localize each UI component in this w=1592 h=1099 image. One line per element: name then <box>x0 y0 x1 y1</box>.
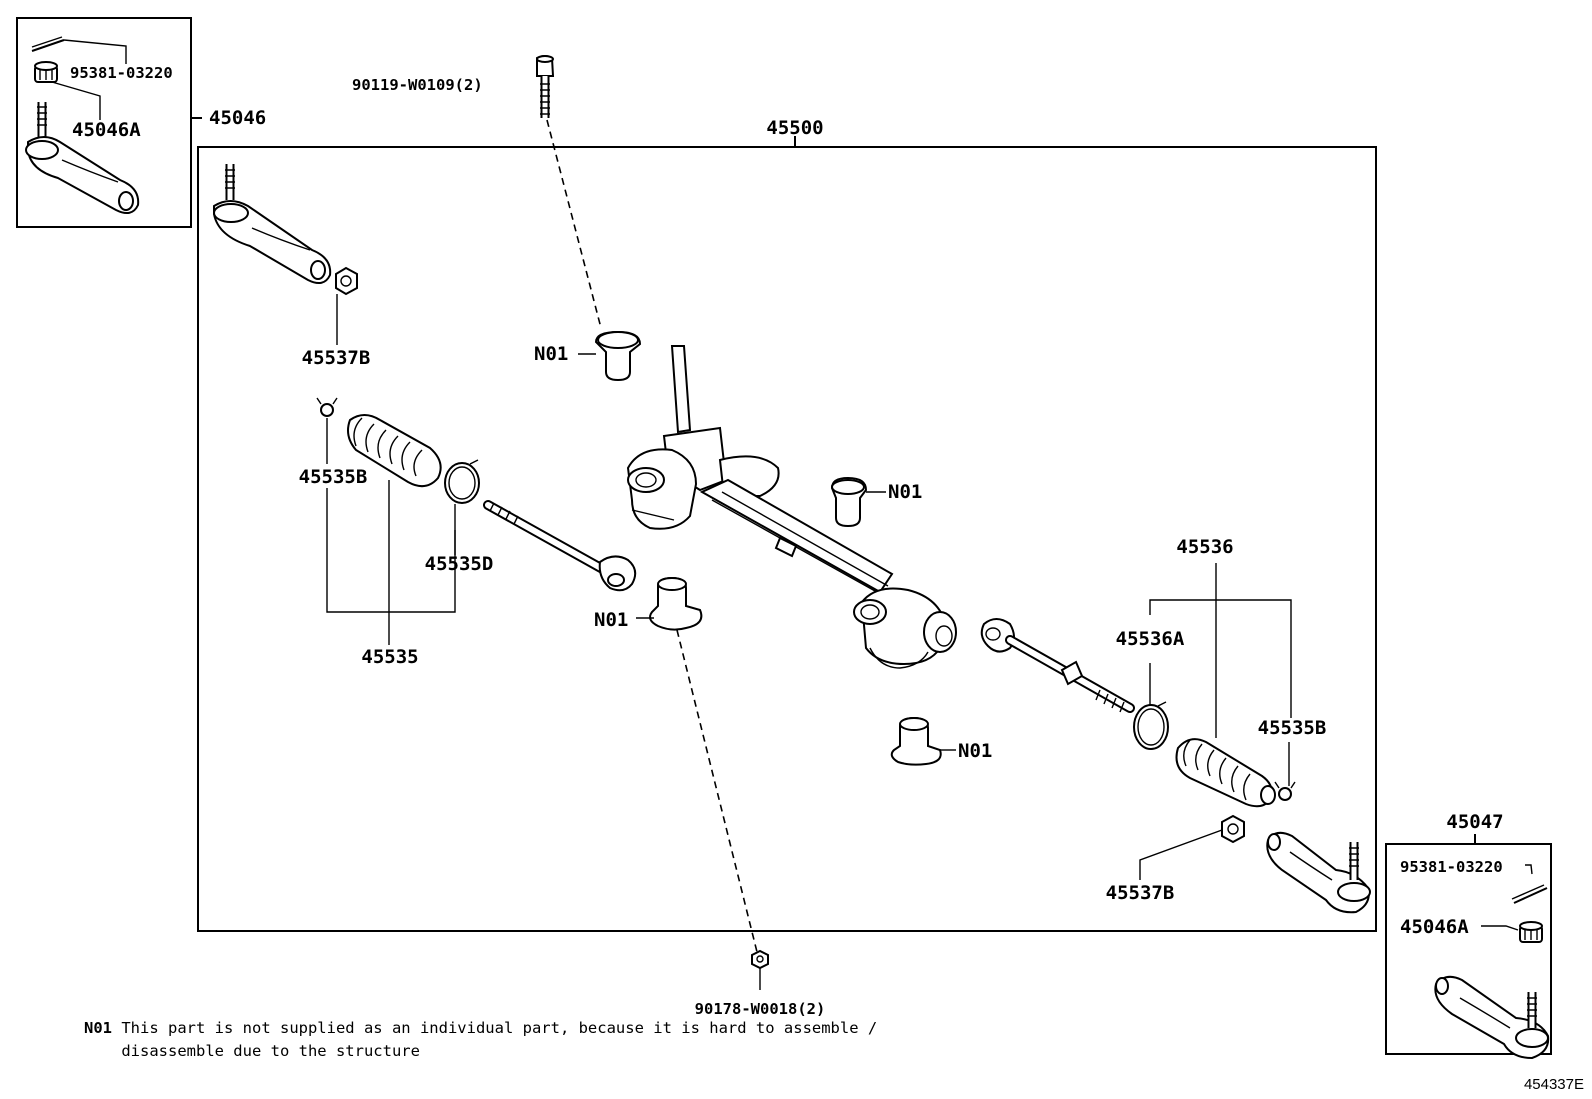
tie-rod-end-icon <box>213 164 332 285</box>
cotter-pin-icon <box>31 36 65 52</box>
lock-nut-icon <box>335 266 358 296</box>
group-label-rack-assembly: 45500 <box>766 117 823 139</box>
tie-rod-icon <box>483 500 637 592</box>
rh-tie-rod-end-frame <box>1385 843 1552 1055</box>
castle-nut-icon <box>34 61 58 83</box>
part-label-nut-rh: 45046A <box>1400 916 1469 938</box>
tie-rod-end-icon <box>1434 975 1550 1060</box>
part-label-n01: N01 <box>958 740 992 762</box>
footnote-line1: This part is not supplied as an individu… <box>121 1019 878 1037</box>
nut-icon <box>751 949 769 970</box>
tie-rod-end-icon <box>25 102 140 215</box>
lock-nut-icon <box>1221 814 1245 844</box>
part-label-cotter-pin-lh: 95381-03220 <box>70 64 173 82</box>
part-label-bolt: 90119-W0109(2) <box>352 76 483 94</box>
steering-gear-housing-icon <box>626 345 957 669</box>
part-label-clip-lh: 45535B <box>299 466 368 488</box>
part-label-n01: N01 <box>888 481 922 503</box>
bolt-icon <box>536 55 555 118</box>
clip-icon <box>316 397 338 417</box>
bushing-icon <box>649 576 703 631</box>
castle-nut-icon <box>1519 921 1543 943</box>
bushing-icon <box>830 476 868 528</box>
leader-line <box>63 39 127 64</box>
part-label-clamp-rh: 45536A <box>1116 628 1185 650</box>
tie-rod-end-icon <box>1266 831 1371 914</box>
part-label-n01: N01 <box>534 343 568 365</box>
footnote: N01 This part is not supplied as an indi… <box>84 1017 877 1063</box>
illustration-number: 454337E <box>1523 1076 1584 1093</box>
assembly-guide-line <box>676 629 758 953</box>
boot-icon <box>1175 738 1276 808</box>
part-label-nut: 90178-W0018(2) <box>695 1000 826 1018</box>
part-label-cotter-pin-rh: 95381-03220 <box>1400 858 1503 876</box>
part-label-nut-lh: 45046A <box>72 119 141 141</box>
lh-tie-rod-end-frame <box>16 17 192 228</box>
assembly-guide-line <box>546 119 602 329</box>
bushing-icon <box>594 330 642 382</box>
group-label-rh-tie-rod-end: 45047 <box>1446 811 1503 833</box>
part-label-boot-kit-rh: 45536 <box>1176 536 1233 558</box>
leader-line <box>1525 864 1533 875</box>
group-label-lh-tie-rod-end: 45046 <box>209 107 266 129</box>
cotter-pin-icon <box>1511 884 1548 904</box>
tie-rod-icon <box>980 618 1135 713</box>
part-label-boot-kit-lh: 45535 <box>361 646 418 668</box>
leader-line <box>1149 599 1292 718</box>
footnote-line2: disassemble due to the structure <box>121 1042 420 1060</box>
bushing-icon <box>890 716 942 766</box>
part-label-clamp-lh: 45535D <box>425 553 494 575</box>
part-label-lock-nut-lh: 45537B <box>302 347 371 369</box>
leader-line <box>1139 829 1223 880</box>
part-label-lock-nut-rh: 45537B <box>1106 882 1175 904</box>
footnote-code: N01 <box>84 1019 112 1037</box>
rack-assembly-frame <box>197 146 1377 932</box>
leader-line <box>51 81 101 120</box>
boot-icon <box>347 414 442 488</box>
clamp-ring-icon <box>1133 701 1169 750</box>
clip-icon <box>1274 781 1296 801</box>
leader-line <box>326 488 456 613</box>
part-label-n01: N01 <box>594 609 628 631</box>
leader-line <box>1481 925 1519 931</box>
clamp-ring-icon <box>444 459 480 504</box>
part-label-clip-rh: 45535B <box>1258 717 1327 739</box>
